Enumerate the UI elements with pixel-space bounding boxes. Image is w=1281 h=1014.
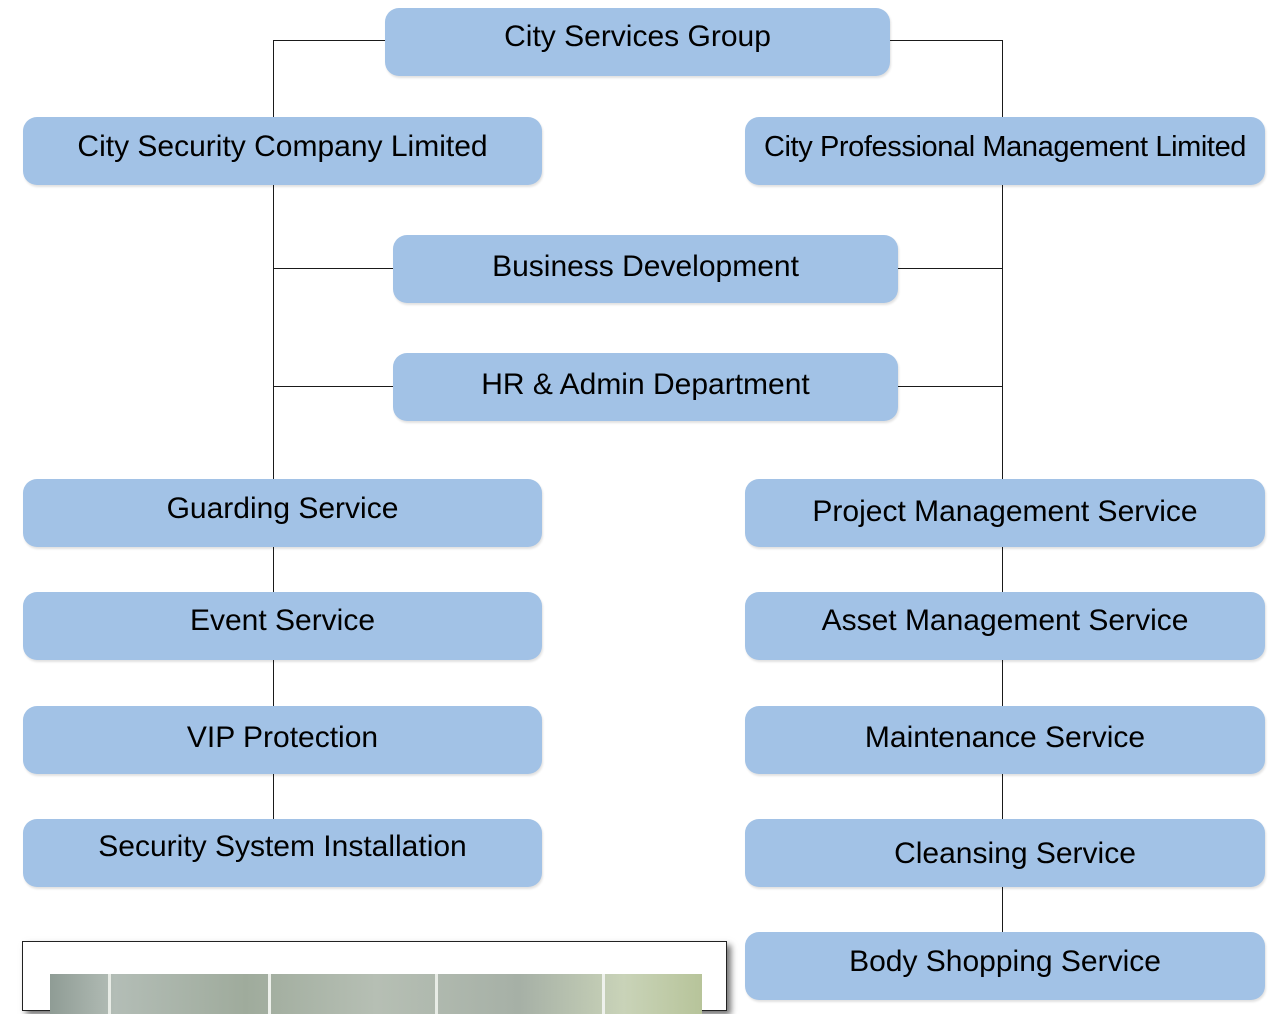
- node-label: Security System Installation: [98, 830, 467, 863]
- node-event-service: Event Service: [23, 592, 542, 660]
- node-label: VIP Protection: [186, 721, 379, 754]
- node-label: Cleansing Service: [894, 837, 1136, 870]
- node-label: Maintenance Service: [864, 721, 1146, 754]
- node-label: HR & Admin Department: [481, 368, 810, 401]
- node-label: Asset Management Service: [821, 604, 1189, 637]
- node-project-management-service: Project Management Service: [745, 479, 1265, 547]
- node-security-system-installation: Security System Installation: [23, 819, 542, 887]
- node-label: City Services Group: [504, 20, 771, 53]
- node-label: Body Shopping Service: [849, 945, 1161, 978]
- node-hr-admin-department: HR & Admin Department: [393, 353, 898, 421]
- node-label: Guarding Service: [166, 492, 399, 525]
- node-maintenance-service: Maintenance Service: [745, 706, 1265, 774]
- photo-frame: [22, 941, 727, 1014]
- node-city-security-company: City Security Company Limited: [23, 117, 542, 185]
- node-label: Project Management Service: [812, 495, 1198, 528]
- node-business-development: Business Development: [393, 235, 898, 303]
- node-body-shopping-service: Body Shopping Service: [745, 932, 1265, 1000]
- node-cleansing-service: Cleansing Service: [745, 819, 1265, 887]
- node-label: City Security Company Limited: [77, 130, 488, 163]
- node-label: City Professional Management Limited: [763, 130, 1247, 163]
- node-label: Business Development: [492, 250, 799, 283]
- node-city-services-group: City Services Group: [385, 8, 890, 76]
- office-photo: [50, 974, 702, 1014]
- node-guarding-service: Guarding Service: [23, 479, 542, 547]
- node-asset-management-service: Asset Management Service: [745, 592, 1265, 660]
- node-city-professional-management: City Professional Management Limited: [745, 117, 1265, 185]
- node-vip-protection: VIP Protection: [23, 706, 542, 774]
- node-label: Event Service: [189, 604, 376, 637]
